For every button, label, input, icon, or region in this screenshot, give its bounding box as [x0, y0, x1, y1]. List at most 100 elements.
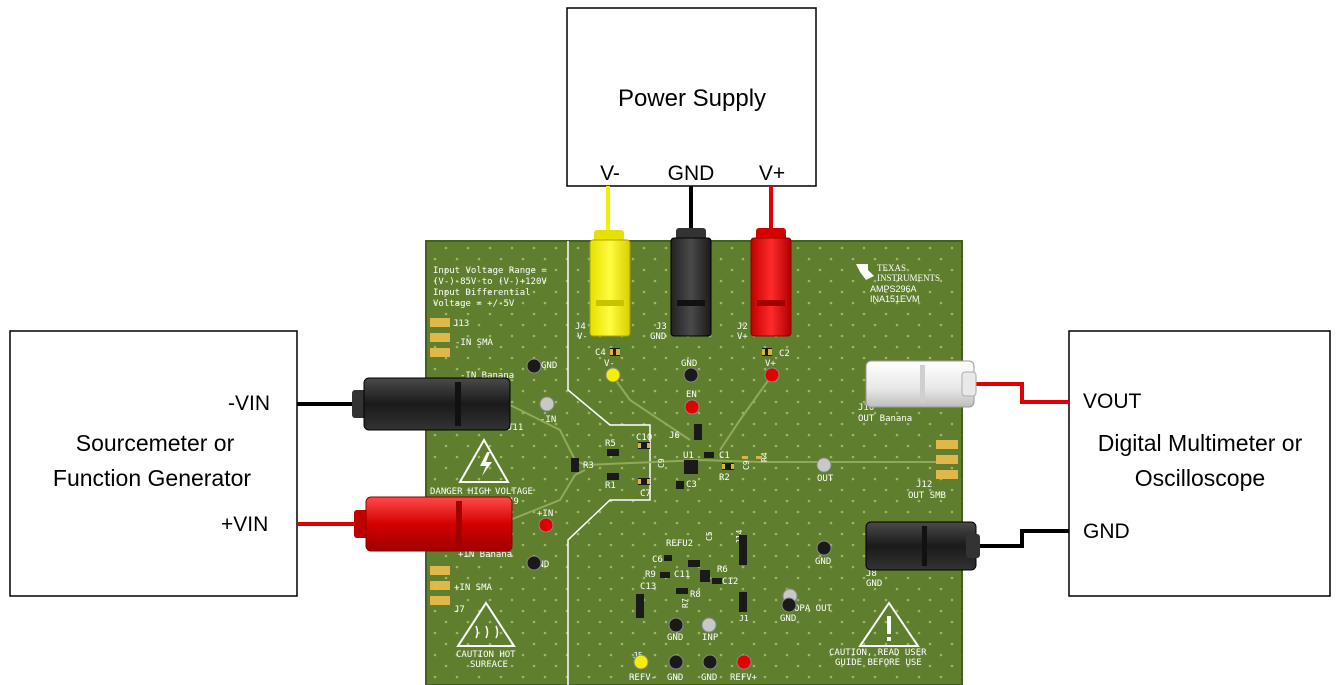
test-points	[526, 358, 832, 670]
hot-line2: SURFACE	[470, 660, 508, 670]
j13-label: J13	[453, 319, 469, 329]
pos-in-test-point	[538, 517, 554, 533]
j9-label: J9	[508, 497, 519, 507]
out-smb-label: OUT SMB	[908, 491, 946, 501]
c5-label: C5	[705, 531, 714, 541]
j2-red-banana-jack	[750, 228, 792, 337]
high-voltage-warning-icon	[458, 437, 510, 483]
r4-label: R4	[760, 452, 769, 462]
vminus-test-point	[605, 367, 621, 383]
multimeter-box-group: Digital Multimeter or Oscilloscope VOUT …	[1068, 330, 1331, 597]
gnd-tp4-label: GND	[667, 633, 683, 643]
part-number-2: INA151EVM	[870, 294, 920, 304]
meter-gnd-wire	[980, 529, 1069, 548]
neg-in-test-point	[539, 396, 555, 412]
out-test-point	[816, 457, 832, 473]
j4-sub-label: V-	[577, 332, 588, 342]
sourcemeter-box-group: Sourcemeter or Function Generator -VIN +…	[9, 330, 298, 597]
r3-label: R3	[583, 461, 594, 471]
c7-label: C7	[640, 489, 651, 499]
c9b-label: C9	[742, 460, 751, 470]
j9-red-banana-jack	[354, 496, 513, 552]
r5-label: R5	[605, 439, 616, 449]
gnd-test-point-right	[816, 540, 832, 556]
smd-components	[571, 348, 772, 618]
part-number-1: AMPS296A	[870, 284, 917, 294]
gnd-tp-label: GND	[681, 359, 697, 369]
r7-label: R7	[681, 598, 690, 608]
inp-label: INP	[702, 633, 719, 643]
inp-test-point	[701, 617, 717, 633]
j6-label: J6	[669, 431, 680, 441]
caution-line1: CAUTION, READ USER	[829, 648, 927, 658]
gnd-test-point-bottom-3	[702, 654, 718, 670]
smd-pads	[610, 349, 772, 484]
multimeter-title-line2: Oscilloscope	[1135, 465, 1265, 491]
j10-label: J10	[858, 403, 874, 413]
vplus-test-point	[764, 367, 780, 383]
ps-vplus-terminal: V+	[759, 162, 785, 185]
neg-in-banana-label: -IN Banana	[460, 371, 514, 381]
j3-label: J3	[656, 322, 667, 332]
gnd-test-point	[683, 367, 699, 383]
c1-label: C1	[719, 451, 730, 461]
ti-brand-line2: INSTRUMENTS	[877, 273, 940, 283]
ps-vminus-terminal: V-	[600, 162, 620, 185]
j8-black-banana-jack	[865, 521, 980, 571]
vout-label: VOUT	[1083, 390, 1142, 413]
vplus-tp-label: V+	[765, 359, 776, 369]
power-supply-box	[566, 7, 817, 187]
r1-label: R1	[605, 481, 616, 491]
r9-label: R9	[645, 570, 656, 580]
meter-gnd-label: GND	[1083, 520, 1130, 543]
gnd-test-point-left-top	[526, 358, 542, 374]
vminus-tp-label: V-	[604, 359, 615, 369]
j12-label: J12	[916, 480, 932, 490]
out-banana-label: OUT Banana	[858, 414, 912, 424]
j10-white-banana-jack	[865, 360, 977, 408]
range-note-line3: Input Differential	[433, 288, 531, 298]
gnd-tp8-label: GND	[541, 361, 557, 371]
neg-in-sma-label: -IN SMA	[455, 338, 494, 348]
hot-line1: CAUTION HOT	[456, 650, 516, 660]
neg-vin-label: -VIN	[228, 392, 270, 415]
j8-sub-label: GND	[866, 579, 882, 589]
range-note-line2: (V-)-85V to (V-)+120V	[433, 277, 547, 287]
j3-sub-label: GND	[650, 332, 666, 342]
c12-label: C12	[722, 577, 738, 587]
j2-sub-label: V+	[737, 332, 748, 342]
c11-label: C11	[674, 570, 690, 580]
j4-label: J4	[575, 322, 586, 332]
opa-out-label: OPA OUT	[794, 604, 833, 614]
j11-label: J11	[507, 423, 523, 433]
gnd-test-point-opa	[781, 597, 797, 613]
c6-label: C6	[652, 555, 663, 565]
c9-label: C9	[657, 458, 666, 468]
j7-sma-connector	[430, 566, 450, 605]
j7-label: J7	[454, 605, 465, 615]
vout-wire	[975, 382, 1069, 404]
j4-yellow-banana-jack	[589, 230, 631, 337]
gnd-tp2-label: GND	[815, 557, 831, 567]
out-label: OUT	[817, 474, 834, 484]
danger-label: DANGER HIGH VOLTAGE	[430, 487, 533, 497]
r6-label: R6	[717, 565, 728, 575]
j11-black-banana-jack	[352, 377, 511, 431]
range-note-line4: Voltage = +/-5V	[433, 299, 515, 309]
multimeter-title-line1: Digital Multimeter or	[1098, 430, 1303, 456]
j1-label: J1	[739, 614, 749, 623]
pos-in-label: +IN	[537, 509, 553, 519]
neg-in-label: -IN	[540, 415, 556, 425]
pos-in-banana-label: +IN Banana	[458, 550, 512, 560]
gnd-tp6-label: GND	[701, 673, 717, 683]
hot-surface-warning-icon	[456, 601, 516, 647]
refv-minus-test-point	[633, 654, 649, 670]
refu2-label: REFU2	[666, 539, 693, 549]
refv-plus-label: REFV+	[730, 673, 758, 683]
caution-line2: GUIDE BEFORE USE	[835, 658, 922, 668]
sourcemeter-title-line1: Sourcemeter or	[76, 430, 235, 456]
gnd-test-point-bottom-1	[668, 617, 684, 633]
c3-label: C3	[686, 480, 697, 490]
caution-warning-icon	[858, 601, 920, 647]
